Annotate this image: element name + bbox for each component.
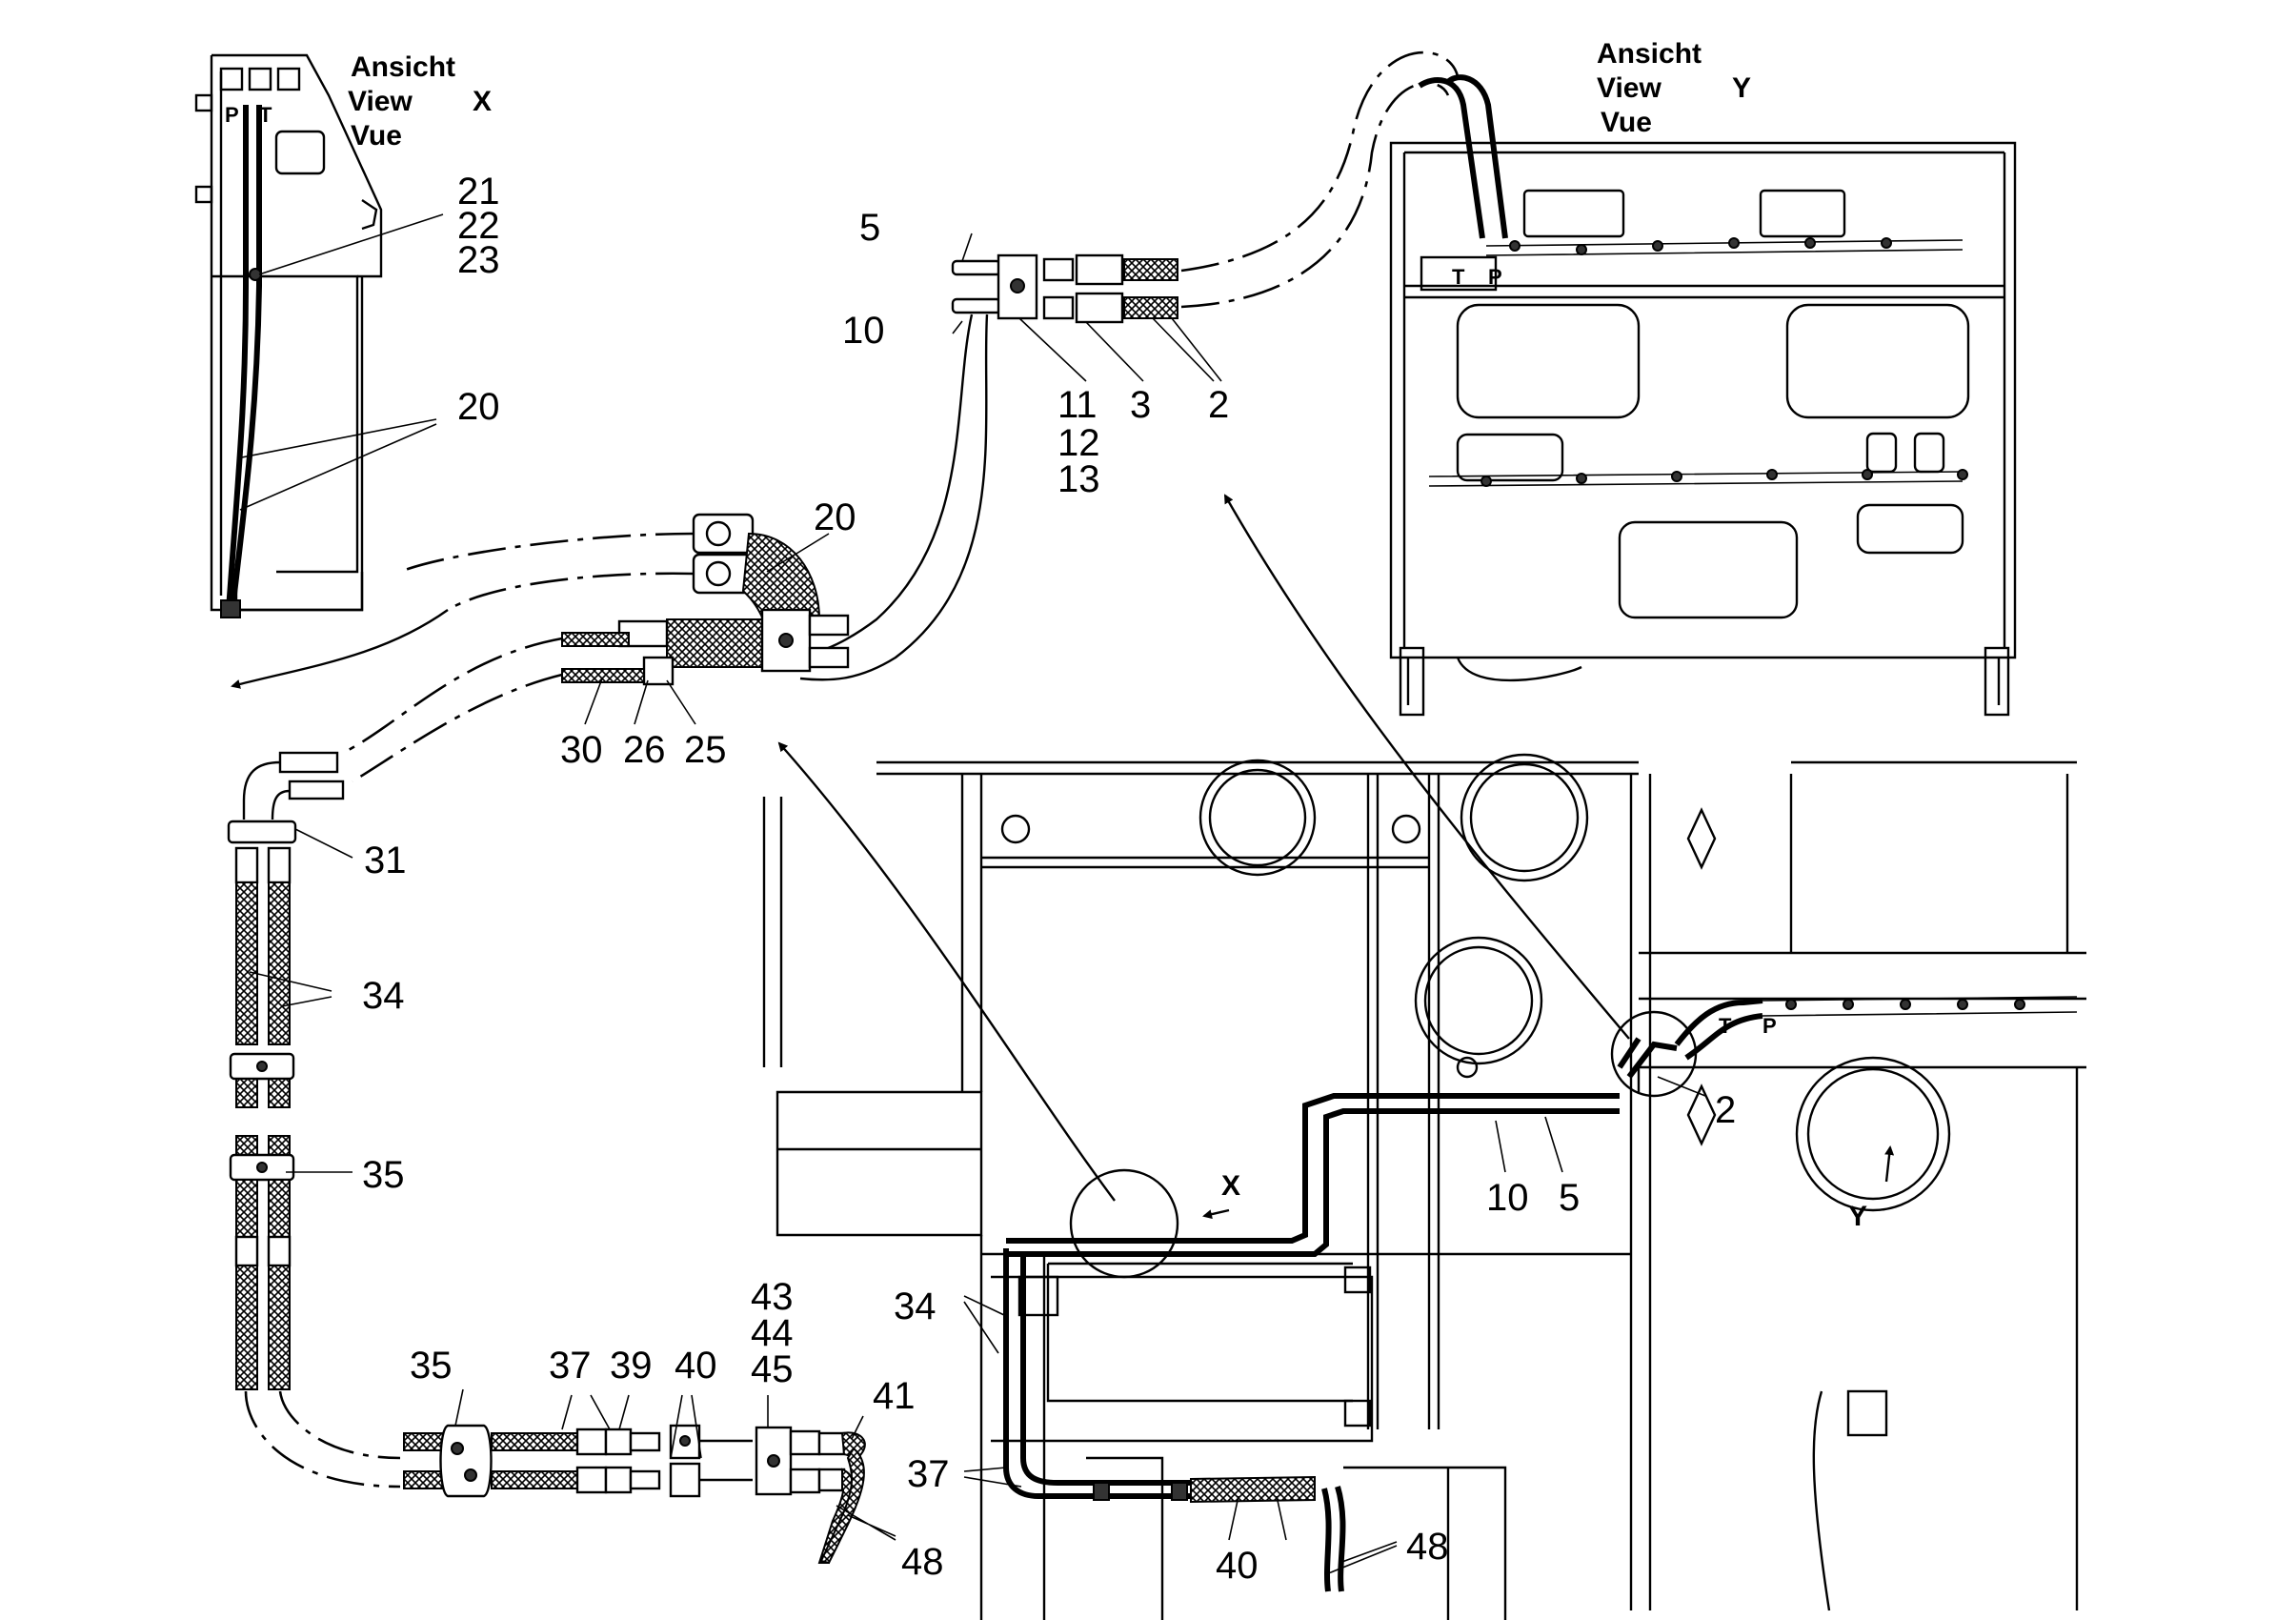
view-y-title-ansicht: Ansicht	[1597, 38, 1702, 70]
callout-48-left: 48	[901, 1541, 944, 1583]
callout-5-main: 5	[1559, 1177, 1580, 1219]
callout-35-low: 35	[410, 1345, 453, 1387]
callout-48-main: 48	[1406, 1526, 1449, 1568]
callout-25: 25	[684, 729, 727, 771]
callout-21: 21	[457, 171, 500, 213]
callout-37-main: 37	[907, 1453, 950, 1495]
callout-30: 30	[560, 729, 603, 771]
callout-2-main: 2	[1715, 1089, 1736, 1131]
callout-22: 22	[457, 205, 500, 247]
callout-44: 44	[751, 1312, 794, 1354]
view-x-port-t: T	[259, 103, 272, 127]
callout-39: 39	[610, 1345, 653, 1387]
view-y-port-t: T	[1452, 265, 1465, 289]
middle-hose-block: 20 30 26 25	[231, 496, 856, 783]
callout-41: 41	[873, 1375, 916, 1417]
view-y-port-p: P	[1488, 265, 1502, 289]
callout-10-top: 10	[842, 310, 885, 352]
callout-34-main: 34	[894, 1286, 937, 1327]
callout-31: 31	[364, 840, 407, 881]
view-y-title-vue: Vue	[1601, 107, 1652, 138]
callout-13: 13	[1057, 458, 1100, 500]
view-x-detail: P T Ansicht View Vue X 21 22 23 20	[194, 51, 500, 618]
view-y-letter: Y	[1732, 72, 1751, 104]
callout-3: 3	[1130, 384, 1151, 426]
view-x-indicator: X	[1221, 1170, 1240, 1202]
callout-37-low: 37	[549, 1345, 592, 1387]
callout-40-main: 40	[1216, 1545, 1259, 1587]
callout-34-left: 34	[362, 975, 405, 1017]
callout-12: 12	[1057, 422, 1100, 464]
view-x-title-vue: Vue	[351, 120, 402, 152]
main-machine-view: T P X Y 34 37 40 48 2 10 5	[762, 494, 2086, 1620]
callout-43: 43	[751, 1276, 794, 1318]
callout-5-top: 5	[859, 207, 880, 249]
callout-35-mid: 35	[362, 1154, 405, 1196]
view-y-indicator: Y	[1848, 1201, 1867, 1232]
callout-40-low: 40	[675, 1345, 717, 1387]
callout-2-top: 2	[1208, 384, 1229, 426]
view-y-detail: T P Ansicht View Vue Y	[1389, 38, 2017, 717]
left-hose-assembly: 31 34 35	[227, 751, 407, 1488]
callout-20-left: 20	[457, 386, 500, 428]
callout-23: 23	[457, 239, 500, 281]
view-x-port-p: P	[225, 103, 239, 127]
callout-11: 11	[1057, 384, 1098, 426]
main-port-p: P	[1762, 1014, 1777, 1038]
view-y-title-view: View	[1597, 72, 1662, 104]
view-x-title-view: View	[348, 86, 413, 117]
callout-10-main: 10	[1486, 1177, 1529, 1219]
view-x-letter: X	[473, 86, 492, 117]
main-port-t: T	[1719, 1014, 1732, 1038]
top-fitting-group: 5 10 11 12 13 3 2	[780, 51, 1460, 681]
callout-26: 26	[623, 729, 666, 771]
view-x-title-ansicht: Ansicht	[351, 51, 455, 83]
callout-45: 45	[751, 1348, 794, 1390]
lower-hose-assembly: 35 37 39 40 43 44 45 41 48	[403, 1276, 944, 1583]
callout-20-mid: 20	[814, 496, 856, 538]
